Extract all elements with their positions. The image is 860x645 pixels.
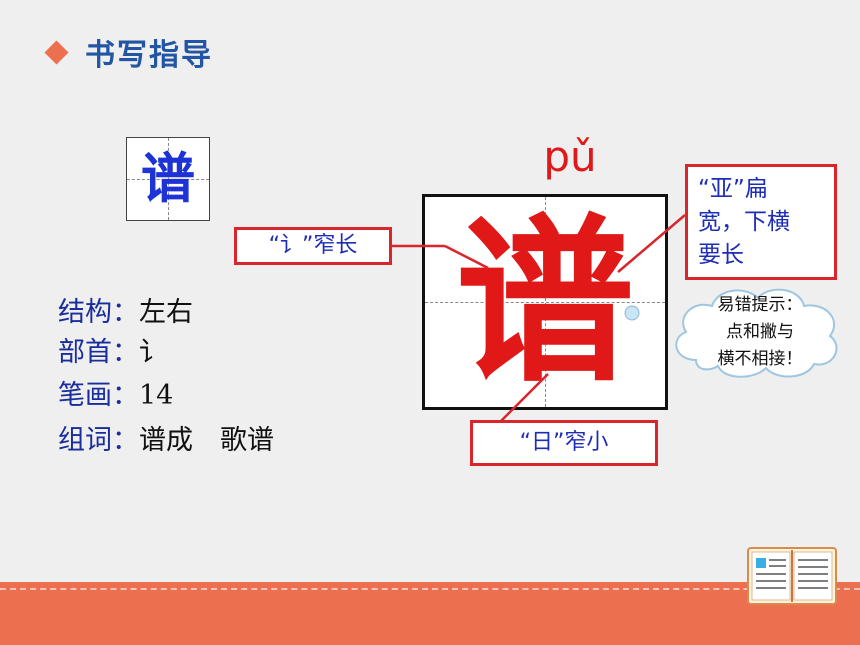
info-structure: 结构：左右 — [58, 294, 193, 332]
grid-horizontal-guide — [127, 179, 209, 180]
info-label: 部首： — [58, 337, 139, 368]
pinyin: pǔ — [543, 132, 597, 181]
footer-band — [0, 582, 860, 645]
info-words: 组词：谱成 歌谱 — [58, 422, 274, 460]
small-character-grid: 谱 — [126, 137, 210, 221]
tip-line: 易错提示： — [717, 295, 803, 315]
callout-left-radical: “讠”窄长 — [234, 227, 392, 265]
callout-line: 要长 — [698, 242, 744, 268]
grid-horizontal-guide — [425, 302, 665, 303]
info-value: 14 — [139, 380, 174, 411]
tip-line: 点和撇与 — [726, 322, 794, 342]
info-label: 组词： — [58, 425, 139, 456]
info-label: 笔画： — [58, 380, 139, 411]
title-bar: 书写指导 — [44, 30, 213, 74]
info-strokes: 笔画：14 — [58, 377, 173, 415]
callout-right-component: “亚”扁 宽，下横 要长 — [685, 164, 837, 280]
small-character: 谱 — [141, 147, 195, 210]
tip-text: 易错提示： 点和撇与 横不相接！ — [700, 292, 820, 373]
open-book-icon — [747, 547, 837, 605]
info-label: 结构： — [58, 297, 139, 328]
info-value: 谱成 歌谱 — [139, 425, 274, 456]
footer-stitch-line — [0, 588, 860, 590]
tip-cloud-icon — [675, 288, 838, 378]
info-value: 左右 — [139, 297, 193, 328]
tip-line: 横不相接！ — [717, 349, 803, 369]
page-title: 书写指导 — [85, 38, 213, 73]
callout-line: “亚”扁 — [698, 176, 768, 202]
callout-bottom-component: “日”窄小 — [470, 420, 658, 466]
large-character: 谱 — [456, 197, 634, 406]
callout-line: 宽，下横 — [698, 209, 790, 235]
info-radical: 部首：讠 — [58, 334, 166, 372]
large-character-grid: 谱 — [422, 194, 668, 410]
info-value: 讠 — [139, 337, 166, 368]
